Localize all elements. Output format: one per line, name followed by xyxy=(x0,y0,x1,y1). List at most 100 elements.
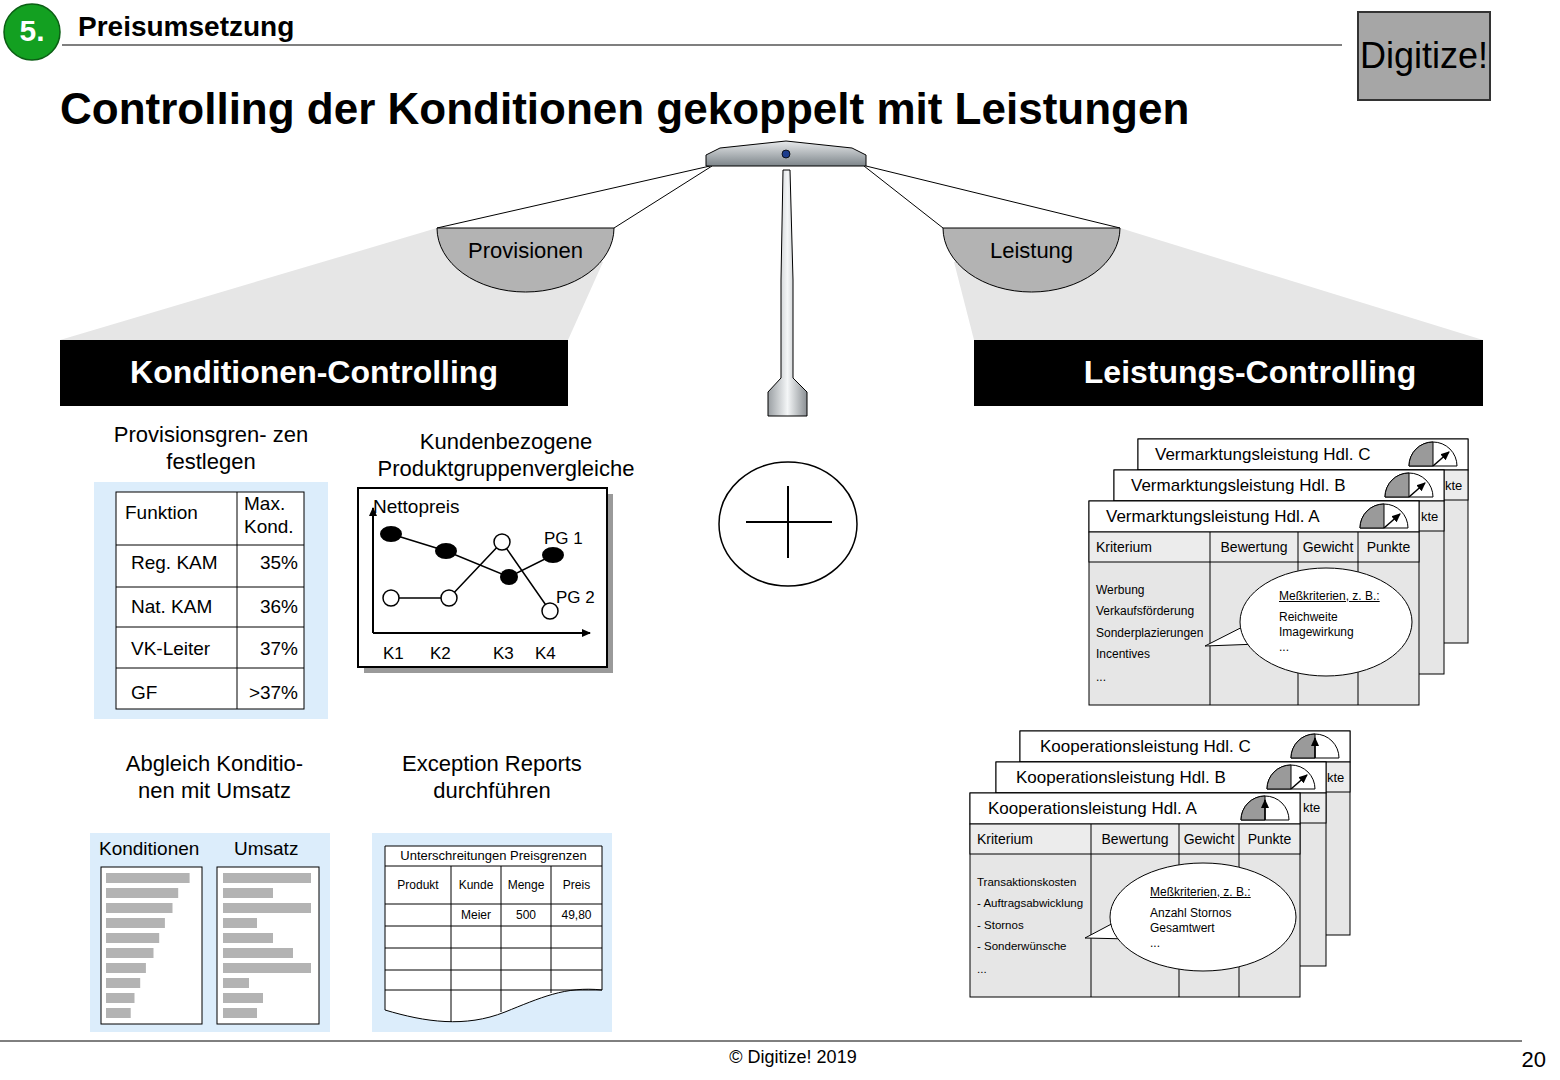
column-header xyxy=(1089,532,1419,562)
text-label: © Digitize! 2019 xyxy=(643,1047,943,1069)
diagram-node: Kundenbezogene ProduktgruppenvergleicheN… xyxy=(356,428,656,673)
text-label: - Sonderwünsche xyxy=(977,939,1090,953)
text-label: Meier xyxy=(451,908,501,923)
table-grid xyxy=(116,492,304,709)
text-label: Kooperationsleistung Hdl. C xyxy=(1040,737,1280,758)
text-label: Vermarktungsleistung Hdl. A xyxy=(1106,507,1354,528)
text-label: Funktion xyxy=(125,501,235,524)
text-label: Vermarktungsleistung Hdl. B xyxy=(1131,476,1379,497)
report-bars xyxy=(106,873,311,1018)
report-bar xyxy=(223,963,311,973)
text-label: Imagewirkung xyxy=(1279,625,1404,640)
gauge-sector xyxy=(1267,765,1291,789)
text-label: Preisumsetzung xyxy=(78,10,498,44)
text-label: Preis xyxy=(551,878,602,893)
text-label: Provisionen xyxy=(437,238,614,265)
text-label: Reichweite xyxy=(1279,610,1404,625)
slide-title: Controlling der Konditionen gekoppelt mi… xyxy=(60,82,1360,136)
text-label: Abgleich Konditio- nen mit Umsatz xyxy=(107,751,322,805)
text-label: 35% xyxy=(240,551,298,574)
gauge-needle xyxy=(1384,514,1400,528)
gauge-sector xyxy=(1385,473,1409,497)
scale-beam xyxy=(706,141,866,166)
report-sheet xyxy=(217,867,319,1024)
callout-bubble xyxy=(1110,863,1296,971)
diagram-node: Provisionen xyxy=(437,228,614,292)
text-label: Anzahl Stornos xyxy=(1150,906,1290,921)
diagram-node: Digitize! xyxy=(1358,12,1490,100)
gauge-sector xyxy=(1360,504,1384,528)
gauge-sector xyxy=(1241,796,1265,820)
text-label: Meßkriterien, z. B.: xyxy=(1279,589,1404,604)
diagram-node: Konditionen-Controlling xyxy=(60,340,568,406)
panel xyxy=(94,482,328,719)
diagram-node: Meßkriterien, z. B.: ReichweiteImagewirku… xyxy=(1240,568,1412,676)
gauge xyxy=(1291,734,1339,758)
text-label: Menge xyxy=(501,878,551,893)
text-label: Umsatz xyxy=(234,837,324,860)
text-label: Kriterium xyxy=(1096,539,1206,556)
scale-needle xyxy=(768,170,807,416)
text-label: Gewicht xyxy=(1298,539,1358,556)
scale-strings xyxy=(437,166,1120,228)
table-grid xyxy=(385,866,602,1022)
report-bar xyxy=(223,873,311,883)
gauge-needle xyxy=(1314,738,1316,758)
gauge-needle xyxy=(1264,800,1266,820)
text-label: Kriterium xyxy=(977,831,1089,848)
text-label: Incentives xyxy=(1096,647,1210,662)
text-label: kte xyxy=(1303,800,1325,816)
text-label: Werbung xyxy=(1096,583,1210,598)
text-label: ... xyxy=(1279,640,1404,655)
scale-pan xyxy=(437,228,614,292)
callout-bubble xyxy=(1240,568,1412,676)
score-cards xyxy=(970,439,1468,997)
report-bar xyxy=(223,888,273,898)
report-bar xyxy=(106,933,159,943)
text-label: 37% xyxy=(240,637,298,660)
report-table xyxy=(385,846,602,1022)
gauge-sector xyxy=(1291,734,1315,758)
text-label: >37% xyxy=(240,681,298,704)
section-badge xyxy=(4,4,60,60)
report-sheet xyxy=(101,867,202,1024)
diagram-node: Leistung xyxy=(943,228,1120,292)
card-header xyxy=(970,793,1300,824)
text-label: Kundenbezogene Produktgruppenvergleiche xyxy=(356,429,656,483)
panel xyxy=(90,833,330,1032)
text-label: Punkte xyxy=(1358,539,1419,556)
column-line xyxy=(1091,824,1092,997)
text-label: - Auftragsabwicklung xyxy=(977,896,1090,910)
diagram-node: Kooperationsleistung Hdl. B kte xyxy=(996,762,1326,966)
logo-box xyxy=(1358,12,1490,100)
text-label: - Stornos xyxy=(977,918,1090,932)
text-label: Nat. KAM xyxy=(131,595,235,618)
text-label: Produkt xyxy=(385,878,451,893)
report-bar xyxy=(223,1008,257,1018)
diagram-node: Leistungs-Controlling xyxy=(974,340,1483,406)
text-label: kte xyxy=(1327,770,1349,786)
report-bar xyxy=(106,1008,131,1018)
text-label: Unterschreitungen Preisgrenzen xyxy=(385,848,602,864)
text-label: GF xyxy=(131,681,235,704)
gauge-needle xyxy=(1291,775,1307,789)
text-label: K1 xyxy=(383,644,413,665)
gauge xyxy=(1360,504,1408,528)
text-label: 49,80 xyxy=(551,908,602,923)
gauge xyxy=(1409,442,1457,466)
gauge xyxy=(1385,473,1433,497)
chart-frame xyxy=(358,488,607,667)
diagram-node: Abgleich Konditio- nen mit UmsatzKonditi… xyxy=(90,750,330,1032)
text-label: kte xyxy=(1445,478,1467,494)
report-bar xyxy=(106,903,173,913)
score-card xyxy=(1089,501,1419,705)
gauge-needle xyxy=(1433,452,1449,466)
text-label: Exception Reports durchführen xyxy=(380,751,604,805)
footer-rule xyxy=(0,1041,1522,1042)
text-label: Leistung xyxy=(943,238,1120,265)
text-label: Gewicht xyxy=(1179,831,1239,848)
series-points xyxy=(380,526,564,585)
text-label: Bewertung xyxy=(1210,539,1298,556)
diagram-node: Meßkriterien, z. B.:Anzahl StornosGesamt… xyxy=(1110,863,1296,971)
text-label: Kooperationsleistung Hdl. B xyxy=(1016,768,1256,789)
